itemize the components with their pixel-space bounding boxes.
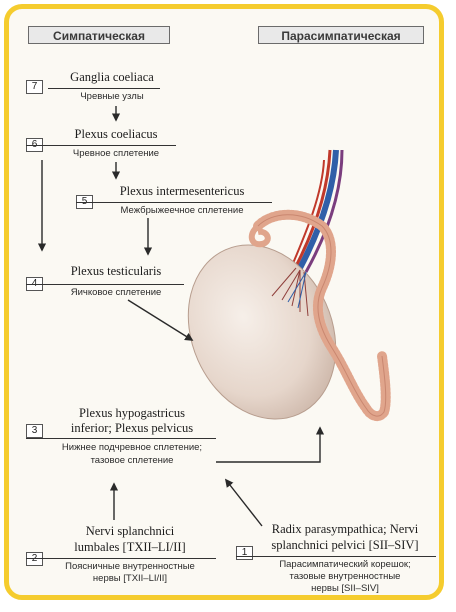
label-1-rule — [236, 556, 436, 557]
header-parasympathetic: Парасимпатическая — [258, 26, 424, 44]
label-3-rule — [26, 438, 216, 439]
label-4-russian: Яичковое сплетение — [48, 287, 184, 298]
label-6-latin: Plexus coeliacus — [48, 127, 184, 142]
label-5-latin: Plexus intermesentericus — [94, 184, 270, 199]
number-2-box: 2 — [26, 552, 43, 566]
label-5-rule — [76, 202, 272, 203]
label-3-russian-line1: Нижнее подчревное сплетение; — [44, 442, 220, 453]
label-7-latin: Ganglia coeliaca — [48, 70, 176, 85]
label-7-russian: Чревные узлы — [48, 91, 176, 102]
label-2-rule — [26, 558, 216, 559]
label-2-russian-line1: Поясничные внутренностные — [44, 561, 216, 572]
label-1-latin-line2: splanchnici pelvici [SII–SIV] — [256, 538, 434, 553]
header-sympathetic: Симпатическая — [28, 26, 170, 44]
label-2-latin-line2: lumbales [TXII–LI/II] — [44, 540, 216, 555]
label-4-latin: Plexus testicularis — [48, 264, 184, 279]
label-1-russian-line3: нервы [SII–SIV] — [256, 583, 434, 594]
number-1-box: 1 — [236, 546, 253, 560]
label-3-latin-line2: inferior; Plexus pelvicus — [48, 421, 216, 436]
label-2-russian-line2: нервы [TXII–LI/II] — [44, 573, 216, 584]
label-7-rule — [48, 88, 160, 89]
number-7-box: 7 — [26, 80, 43, 94]
label-5-russian: Межбрыжеечное сплетение — [94, 205, 270, 216]
label-3-russian-line2: тазовое сплетение — [44, 455, 220, 466]
number-3-box: 3 — [26, 424, 43, 438]
label-1-russian-line2: тазовые внутренностные — [256, 571, 434, 582]
label-1-latin-line1: Radix parasympathica; Nervi — [256, 522, 434, 537]
label-4-rule — [26, 284, 184, 285]
label-6-rule — [26, 145, 176, 146]
label-2-latin-line1: Nervi splanchnici — [44, 524, 216, 539]
label-3-latin-line1: Plexus hypogastricus — [48, 406, 216, 421]
label-1-russian-line1: Парасимпатический корешок; — [256, 559, 434, 570]
label-6-russian: Чревное сплетение — [48, 148, 184, 159]
